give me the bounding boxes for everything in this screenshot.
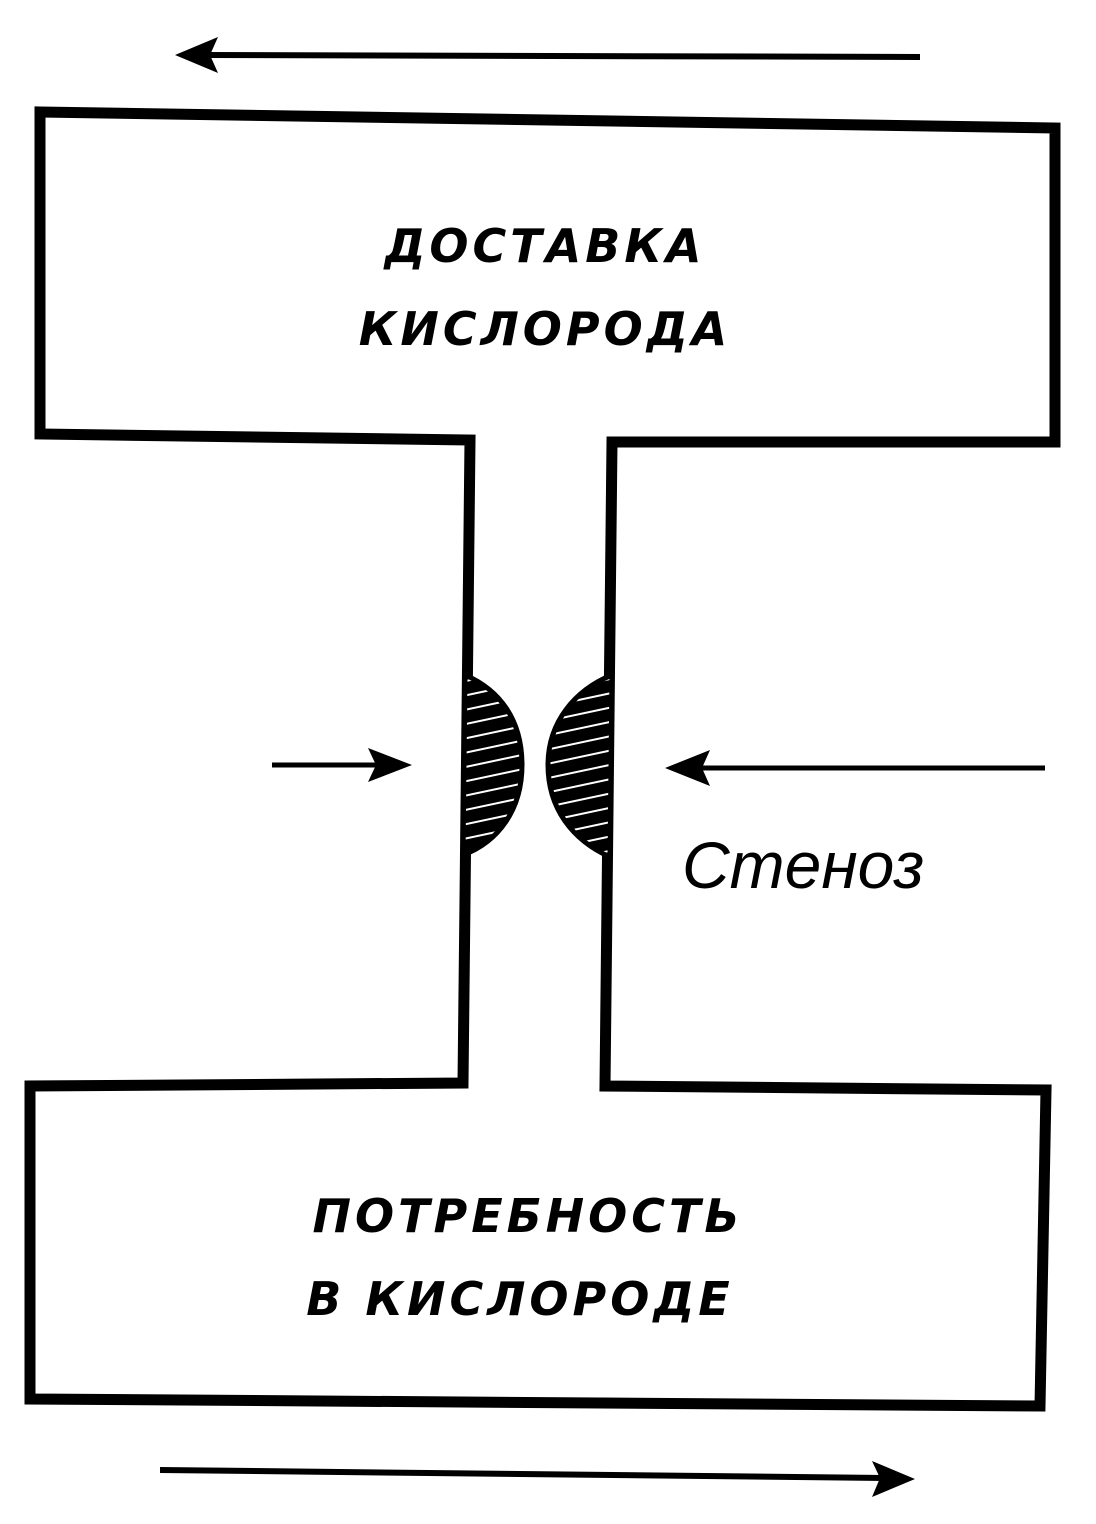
vessel-outline [24,106,1061,1412]
demand-box-label-line1: ПОТРЕБНОСТЬ [313,1189,744,1243]
left-plaque [460,671,525,859]
bottom-right-arrow [159,1461,915,1497]
left-compression-arrow [272,748,412,782]
right-plaque [545,671,615,861]
demand-box-label-line2: В КИСЛОРОДЕ [306,1272,733,1326]
supply-box-label-line1: ДОСТАВКА [382,219,705,273]
stenosis-label: Стеноз [682,828,924,902]
stenosis-pointer-arrow [665,750,1045,786]
supply-box-label-line2: КИСЛОРОДА [359,302,732,356]
top-left-arrow [175,37,921,73]
